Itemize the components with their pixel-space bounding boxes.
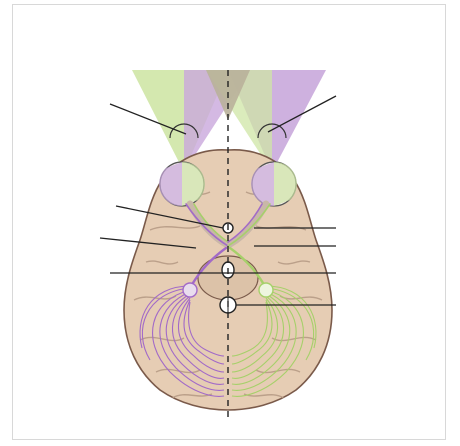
- left-eye: [159, 162, 205, 206]
- right-eye: [251, 162, 297, 206]
- lateral-geniculate-left: [183, 283, 197, 297]
- lateral-geniculate-right: [259, 283, 273, 297]
